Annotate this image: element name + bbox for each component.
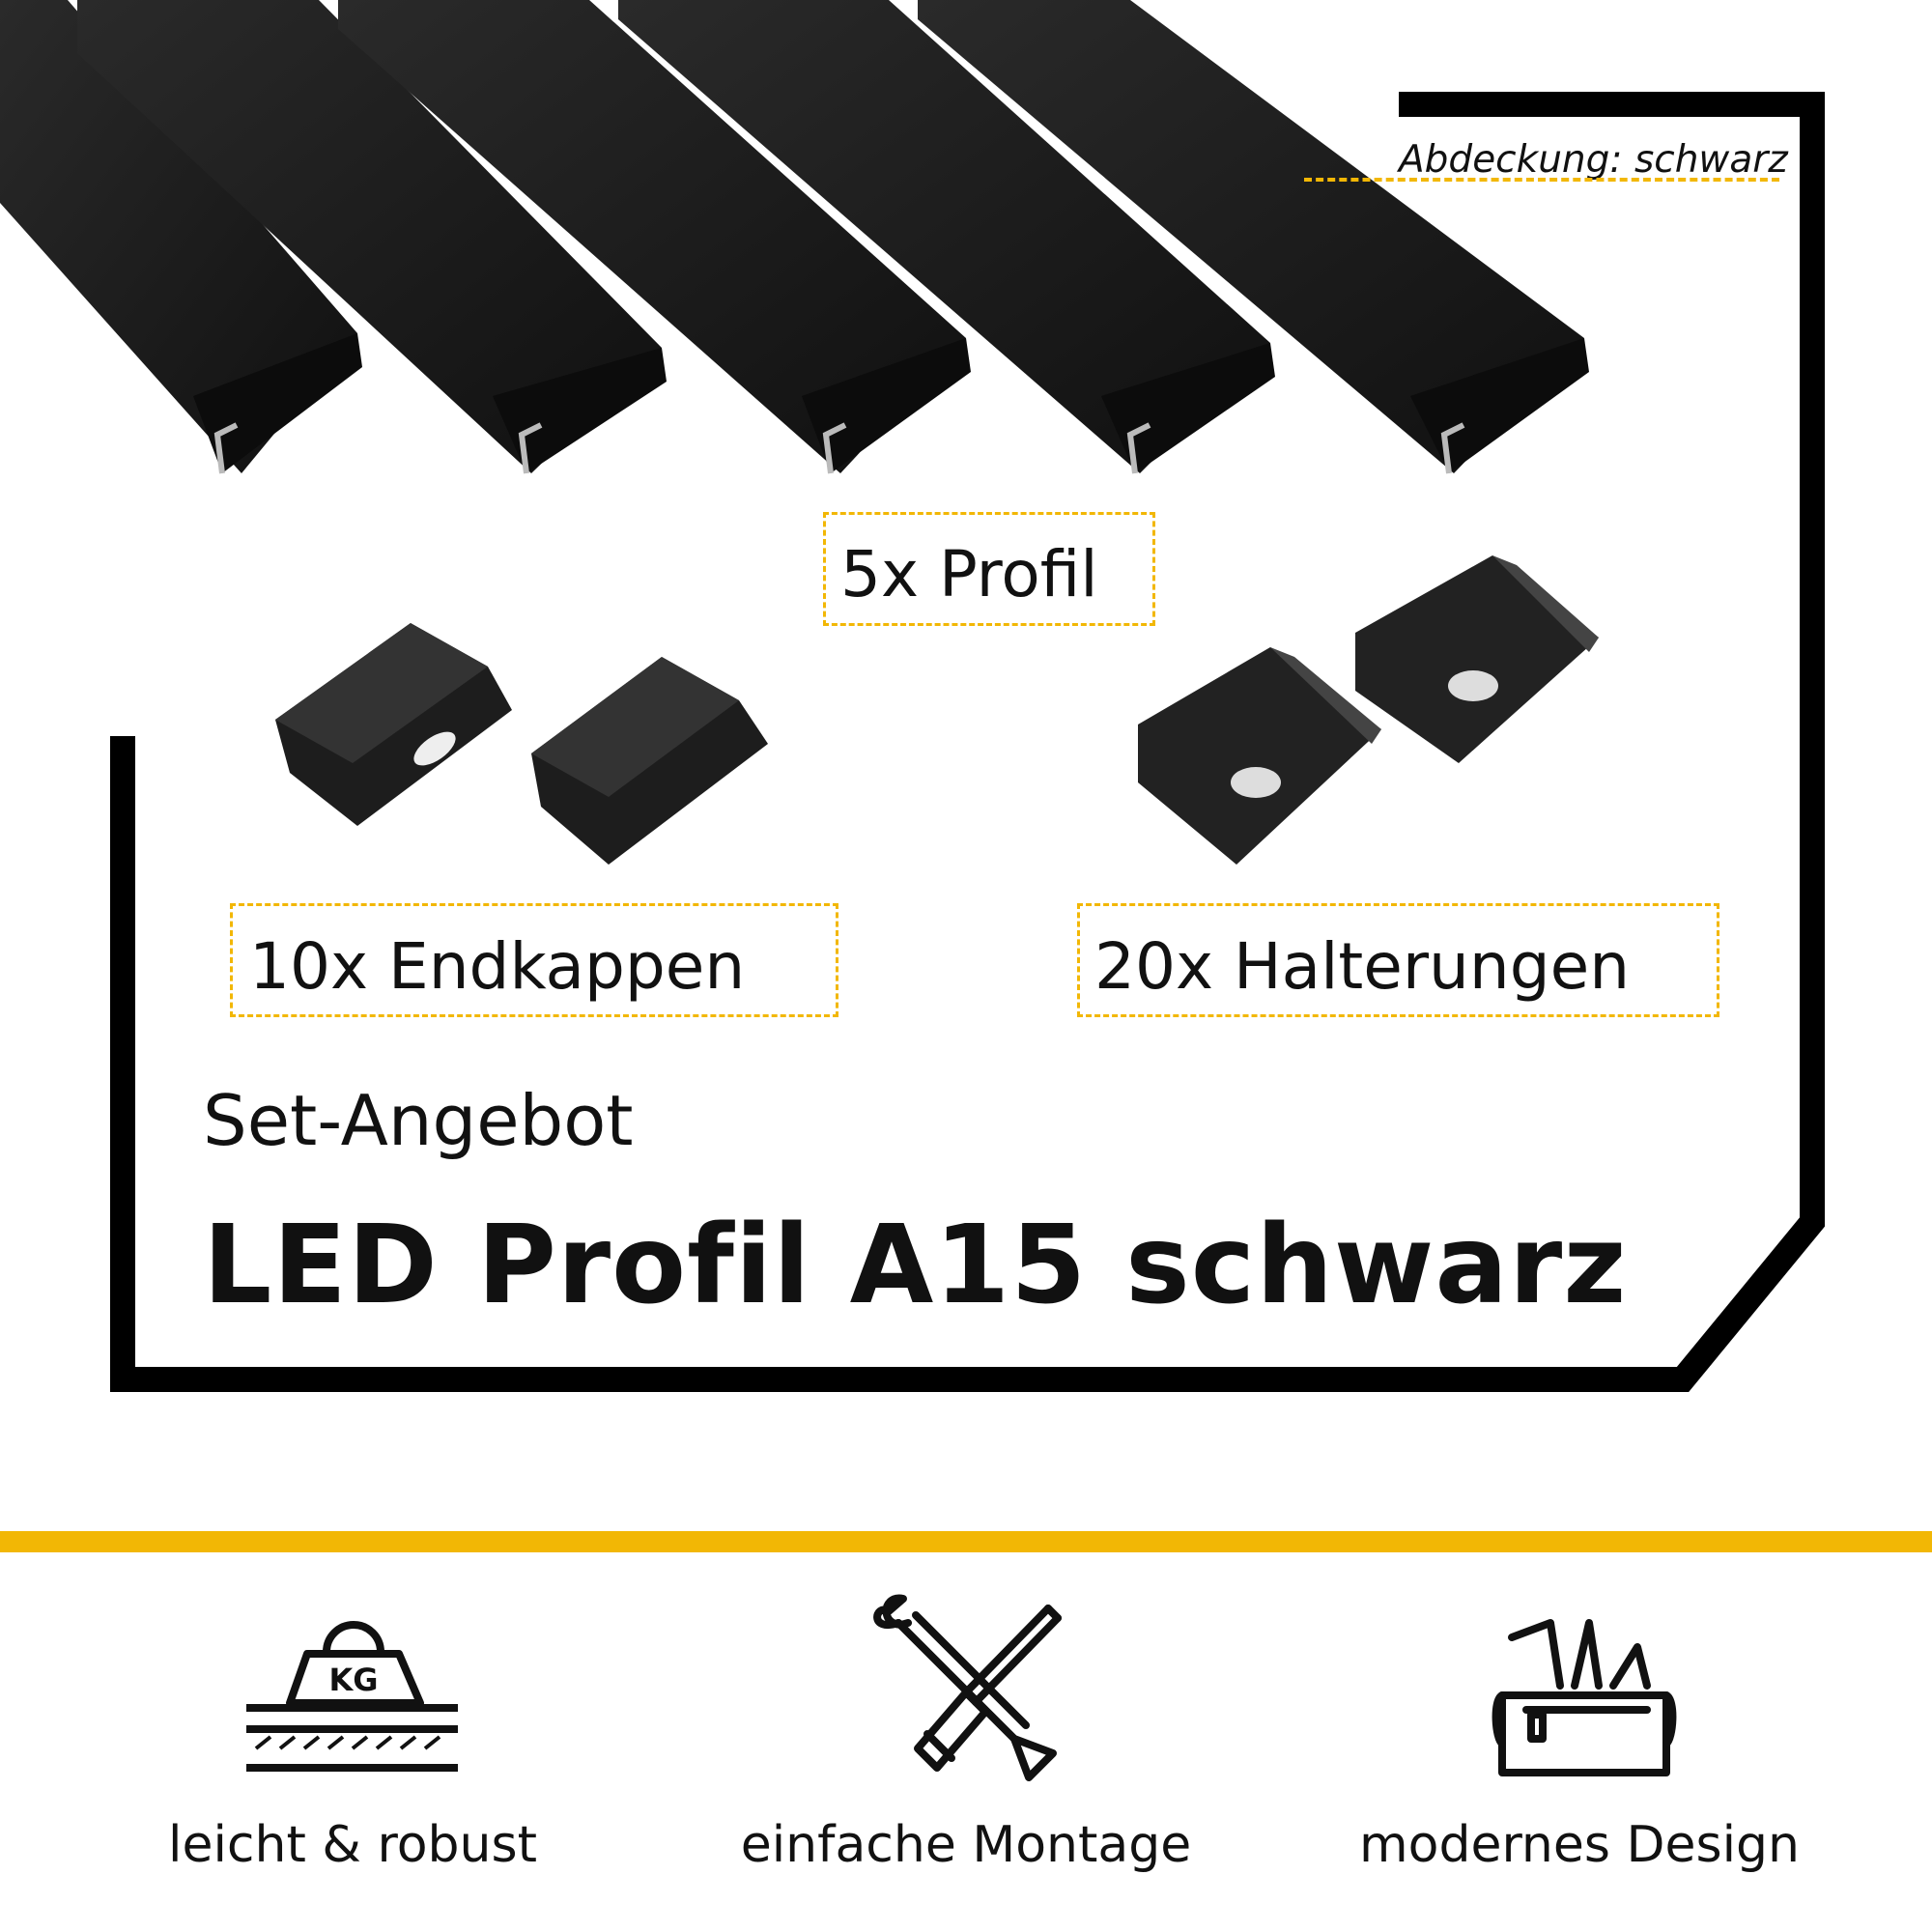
subtitle: Set-Angebot (203, 1080, 634, 1161)
profile-1 (0, 0, 362, 474)
feature-label-light: leicht & robust (168, 1816, 537, 1874)
page-title: LED Profil A15 schwarz (203, 1203, 1628, 1328)
feature-label-mount: einfache Montage (740, 1816, 1192, 1874)
yellow-divider (0, 1531, 1932, 1552)
endcaps-count-box (230, 903, 838, 1017)
svg-text:KG: KG (328, 1662, 378, 1698)
cover-label: Abdeckung: schwarz (1399, 138, 1788, 182)
profile-3 (338, 0, 971, 474)
profile-count-label: 5x Profil (840, 537, 1098, 611)
holders-count-box (1077, 903, 1719, 1017)
endcaps-count-label: 10x Endkappen (249, 929, 746, 1004)
cover-label-underline (1304, 178, 1779, 182)
holder-1 (1138, 647, 1381, 865)
endcap-2 (531, 657, 768, 865)
endcap-1 (275, 623, 512, 826)
profile-count-box (823, 512, 1155, 626)
holder-2 (1355, 555, 1599, 763)
profile-4 (618, 0, 1275, 474)
holders-count-label: 20x Halterungen (1094, 929, 1631, 1004)
profile-5 (918, 0, 1589, 474)
feature-label-design: modernes Design (1358, 1816, 1801, 1874)
profile-2 (77, 0, 667, 474)
